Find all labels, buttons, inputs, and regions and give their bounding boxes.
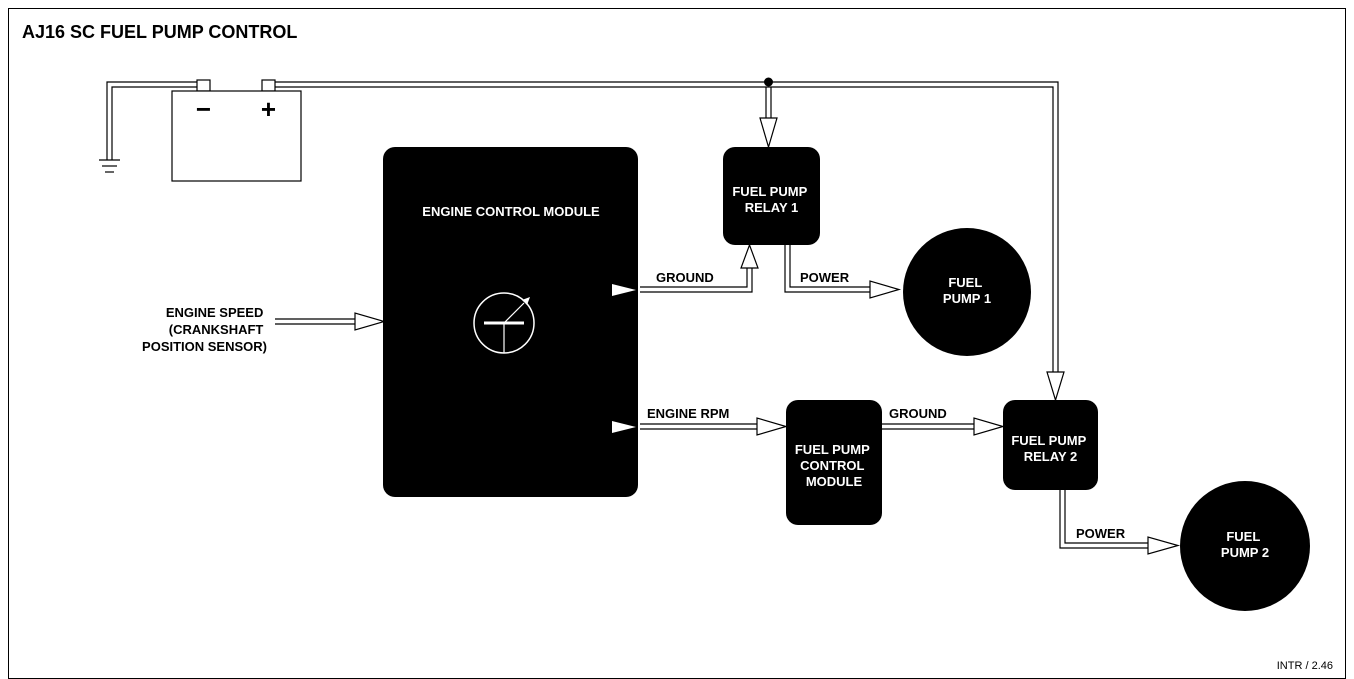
arrow-down-relay1-icon [759, 117, 778, 150]
engine-speed-input-label: ENGINE SPEED (CRANKSHAFT POSITION SENSOR… [142, 305, 267, 354]
battery-negative-sign: − [196, 94, 211, 124]
figure-reference: INTR / 2.46 [1277, 660, 1333, 672]
ground-label-2: GROUND [889, 406, 947, 421]
battery-positive-sign: + [261, 94, 276, 124]
fuel-pump-2 [1180, 481, 1310, 611]
ecm-label: ENGINE CONTROL MODULE [422, 204, 600, 219]
battery: − + [171, 79, 302, 182]
engine-rpm-label: ENGINE RPM [647, 406, 729, 421]
power-label-2: POWER [1076, 526, 1126, 541]
fpcm-label: FUEL PUMP CONTROL MODULE [795, 442, 873, 489]
arrow-right-ecm-icon [354, 312, 387, 331]
pump2-label: FUEL PUMP 2 [1221, 529, 1269, 560]
positive-feed-wire [268, 81, 1059, 372]
wiring [106, 81, 1148, 549]
battery-body [171, 90, 302, 182]
ground-label-1: GROUND [656, 270, 714, 285]
fuel-pump-relay-1 [723, 147, 820, 245]
relay1-label: FUEL PUMP RELAY 1 [732, 184, 810, 215]
power-label-1: POWER [800, 270, 850, 285]
pump2-power-wire [1059, 490, 1148, 549]
arrowheads [354, 117, 1181, 555]
arrow-right-fpcm-icon [756, 417, 789, 436]
fuel-pump-1 [903, 228, 1031, 356]
pump1-label: FUEL PUMP 1 [943, 275, 991, 306]
arrow-right-pump1-icon [869, 280, 902, 299]
ecm-gauge-icon [473, 292, 535, 354]
battery-terminal-positive [261, 79, 276, 92]
ecm-output-rpm-icon [612, 421, 636, 433]
fuel-pump-control-module [786, 400, 882, 525]
ecm-ground-wire [640, 268, 748, 288]
ground-symbol-icon [99, 159, 120, 173]
relay2-label: FUEL PUMP RELAY 2 [1011, 433, 1089, 464]
ecm-output-ground-icon [612, 284, 636, 296]
ground-wire [106, 81, 203, 160]
arrow-up-relay1-icon [740, 243, 759, 269]
pump1-power-wire [784, 245, 870, 293]
battery-terminal-negative [196, 79, 211, 92]
diagram-title: AJ16 SC FUEL PUMP CONTROL [22, 22, 297, 42]
arrow-right-pump2-icon [1147, 536, 1181, 555]
arrow-down-relay2-icon [1046, 371, 1065, 403]
arrow-right-relay2-icon [973, 417, 1006, 436]
junction-dot [764, 77, 773, 87]
fuel-pump-relay-2 [1003, 400, 1098, 490]
